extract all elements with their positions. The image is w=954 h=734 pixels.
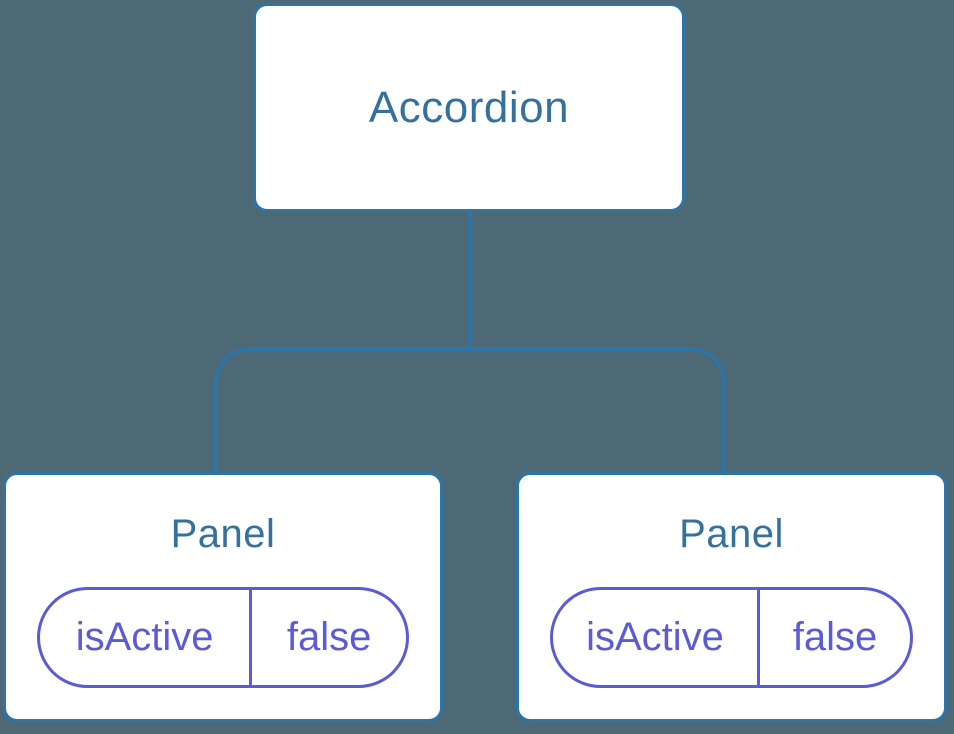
accordion-node: Accordion: [253, 3, 685, 212]
panel-node-left: Panel isActive false: [3, 472, 443, 722]
accordion-node-label: Accordion: [368, 82, 570, 132]
panel-node-right: Panel isActive false: [516, 472, 947, 722]
panel-node-label: Panel: [170, 512, 276, 556]
panel-node-label: Panel: [679, 512, 784, 556]
state-name: isActive: [553, 590, 761, 685]
edge-root-stem: [468, 212, 472, 349]
state-value: false: [792, 615, 878, 659]
edge-branch-bracket: [214, 347, 726, 472]
state-pill: isActive false: [550, 587, 913, 688]
state-name: isActive: [40, 590, 253, 685]
state-pill: isActive false: [37, 587, 409, 688]
state-value: false: [286, 615, 372, 659]
